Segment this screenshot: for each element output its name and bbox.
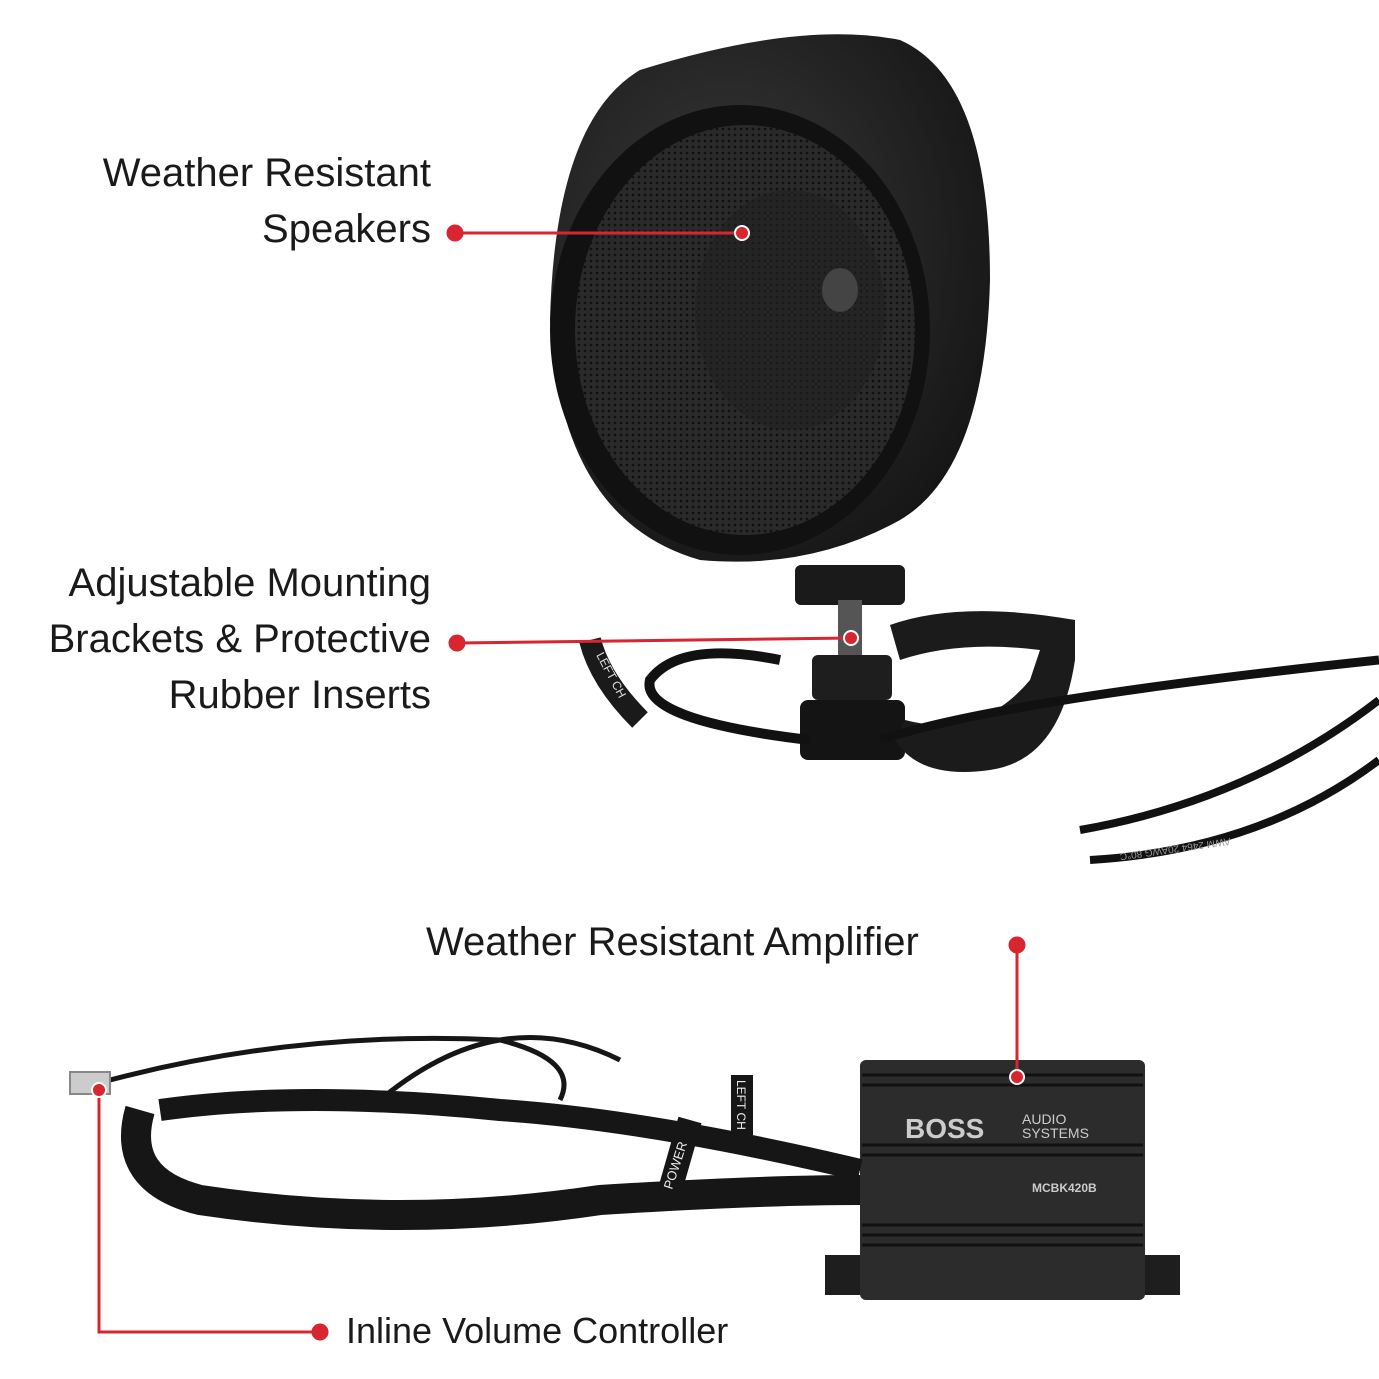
callout-brackets: Adjustable Mounting Brackets & Protectiv… [49,555,431,723]
callout-volume-controller: Inline Volume Controller [346,1310,729,1351]
brand-sub: AUDIO [1022,1111,1066,1127]
wire-label-left-ch-amp: LEFT CH [734,1080,748,1130]
callout-text: Speakers [262,207,431,251]
callout-text: Adjustable Mounting [68,561,431,605]
model-number: MCBK420B [1032,1181,1097,1195]
callout-text: Weather Resistant [102,151,431,195]
mounting-bracket [579,565,1379,864]
speaker [550,34,990,562]
callout-amplifier: Weather Resistant Amplifier [426,920,919,964]
brand-logo: BOSS [905,1113,984,1144]
callout-lines [91,224,1026,1341]
wire-harness [69,1035,863,1230]
callout-speakers: Weather Resistant Speakers [103,145,431,257]
wire-label-awm: AWM 2464 20AWG 80°C [1119,835,1231,861]
amplifier: BOSS AUDIO SYSTEMS MCBK420B [825,1060,1180,1300]
callout-text: Rubber Inserts [168,673,431,717]
brand-sub: SYSTEMS [1022,1125,1089,1141]
callout-text: Brackets & Protective [48,617,431,661]
